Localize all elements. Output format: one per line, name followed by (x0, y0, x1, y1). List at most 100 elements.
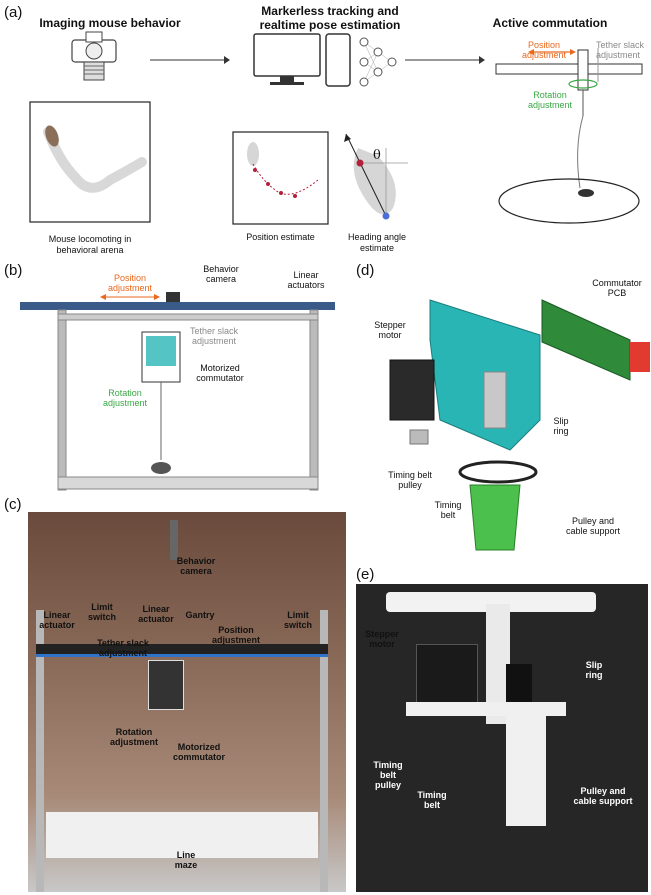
c-position-line2: adjustment (211, 635, 260, 645)
position-adjustment-line2: adjustment (521, 50, 567, 60)
c-linear-mid-label: Linear actuator (136, 604, 176, 624)
d-stepper-label: Stepper motor (370, 320, 410, 340)
c-position-line1: Position (218, 625, 254, 635)
mouse-caption: Mouse locomoting in behavioral arena (30, 234, 150, 256)
d-slip-line2: ring (553, 426, 569, 436)
d-support-label: Pulley and cable support (560, 516, 626, 536)
c-commutator-line2: commutator (172, 752, 225, 762)
c-camera-label: Behavior camera (168, 556, 224, 576)
b-commutator-label: Motorized commutator (190, 363, 250, 383)
panel-d-label: (d) (356, 262, 375, 279)
rig-photo (28, 512, 346, 892)
rotation-adjustment-line2: adjustment (527, 100, 573, 110)
e-pulley-line1: Timing (373, 760, 403, 770)
b-rotation-line1: Rotation (108, 388, 142, 398)
theta-symbol: θ (373, 148, 381, 163)
commutator-photo-e (356, 584, 648, 892)
computer-icon (253, 33, 397, 87)
b-position-line2: adjustment (107, 283, 153, 293)
b-camera-label: Behavior camera (196, 264, 246, 284)
e-slip-line1: Slip (585, 660, 603, 670)
c-commutator-label: Motorized commutator (168, 742, 230, 762)
e-belt-line1: Timing (417, 790, 447, 800)
e-slip-label: Slip ring (574, 660, 614, 680)
d-stepper-line2: motor (378, 330, 402, 340)
heading-caption: Heading angle estimate (338, 232, 416, 254)
c-limit-left-line2: switch (87, 612, 116, 622)
d-support-line2: cable support (565, 526, 621, 536)
tracking-title-line2: realtime pose estimation (259, 18, 401, 32)
b-actuators-line1: Linear (293, 270, 319, 280)
camera-icon (71, 31, 117, 81)
gantry-rail (36, 644, 328, 657)
frame-post-right (320, 610, 328, 892)
commutator-exploded-render (389, 299, 650, 551)
b-position-arrow-icon (100, 294, 160, 300)
e-stepper-line2: motor (369, 639, 395, 649)
arrow-right-icon (405, 56, 485, 64)
d-belt-line2: belt (440, 510, 456, 520)
c-rotation-line1: Rotation (115, 727, 153, 737)
c-rotation-label: Rotation adjustment (104, 727, 164, 747)
c-linear-mid-line2: actuator (138, 614, 174, 624)
commutation-title: Active commutation (492, 16, 608, 30)
e-support-line2: cable support (573, 796, 633, 806)
b-tether-label: Tether slack adjustment (184, 326, 244, 346)
e-pulley-label: Timing belt pulley (368, 760, 408, 790)
b-camera-line2: camera (205, 274, 236, 284)
commutation-schematic (495, 48, 643, 224)
position-estimate-image (232, 131, 329, 225)
c-tether-line1: Tether slack (97, 638, 149, 648)
d-pulley-label: Timing belt pulley (382, 470, 438, 490)
tracking-title: Markerless tracking and realtime pose es… (240, 4, 420, 32)
d-pulley-line1: Timing belt (388, 470, 432, 480)
heading-angle-image (344, 133, 408, 220)
c-limit-left-line1: Limit (91, 602, 113, 612)
d-belt-label: Timing belt (430, 500, 466, 520)
b-position-line1: Position (113, 273, 147, 283)
b-tether-line2: adjustment (191, 336, 237, 346)
b-tether-line1: Tether slack (189, 326, 239, 336)
b-actuators-label: Linear actuators (280, 270, 332, 290)
d-pcb-line1: Commutator (592, 278, 642, 288)
mount-plate-photo (386, 592, 596, 612)
c-limit-right-label: Limit switch (278, 610, 318, 630)
rig-render-image (20, 292, 335, 491)
c-limit-right-line2: switch (283, 620, 312, 630)
c-linear-mid-line1: Linear (142, 604, 170, 614)
e-slip-line2: ring (585, 670, 603, 680)
b-commutator-line2: commutator (196, 373, 244, 383)
c-limit-left-label: Limit switch (84, 602, 120, 622)
pulley-support-photo (506, 716, 546, 826)
c-linear-left-line1: Linear (43, 610, 71, 620)
c-gantry-label: Gantry (185, 610, 215, 620)
c-linear-left-label: Linear actuator (34, 610, 80, 630)
c-position-label: Position adjustment (206, 625, 266, 645)
d-belt-line1: Timing (434, 500, 462, 510)
b-commutator-line1: Motorized (200, 363, 240, 373)
d-slip-line1: Slip (553, 416, 569, 426)
tether-slack-line2: adjustment (596, 50, 641, 60)
c-commutator-line1: Motorized (177, 742, 221, 752)
rotation-adjustment-label: Rotation adjustment (520, 90, 580, 110)
e-support-label: Pulley and cable support (568, 786, 638, 806)
c-limit-right-line1: Limit (287, 610, 309, 620)
b-rotation-label: Rotation adjustment (94, 388, 156, 408)
c-camera-line2: camera (180, 566, 212, 576)
b-rotation-line2: adjustment (102, 398, 148, 408)
d-support-line1: Pulley and (571, 516, 615, 526)
heading-caption-line1: Heading angle (347, 232, 407, 242)
slip-ring-photo (506, 664, 532, 704)
e-pulley-line3: pulley (374, 780, 401, 790)
c-camera-line1: Behavior (176, 556, 216, 566)
c-rotation-line2: adjustment (109, 737, 158, 747)
position-estimate-caption: Position estimate (246, 232, 315, 242)
tether-slack-line1: Tether slack (596, 40, 645, 50)
tracking-title-line1: Markerless tracking and (261, 4, 399, 18)
rotation-adjustment-line1: Rotation (533, 90, 567, 100)
stepper-photo (416, 644, 478, 706)
imaging-title: Imaging mouse behavior (39, 16, 181, 30)
position-adjustment-label: Position adjustment (516, 40, 572, 60)
b-position-label: Position adjustment (100, 273, 160, 293)
d-pcb-line2: PCB (607, 288, 627, 298)
